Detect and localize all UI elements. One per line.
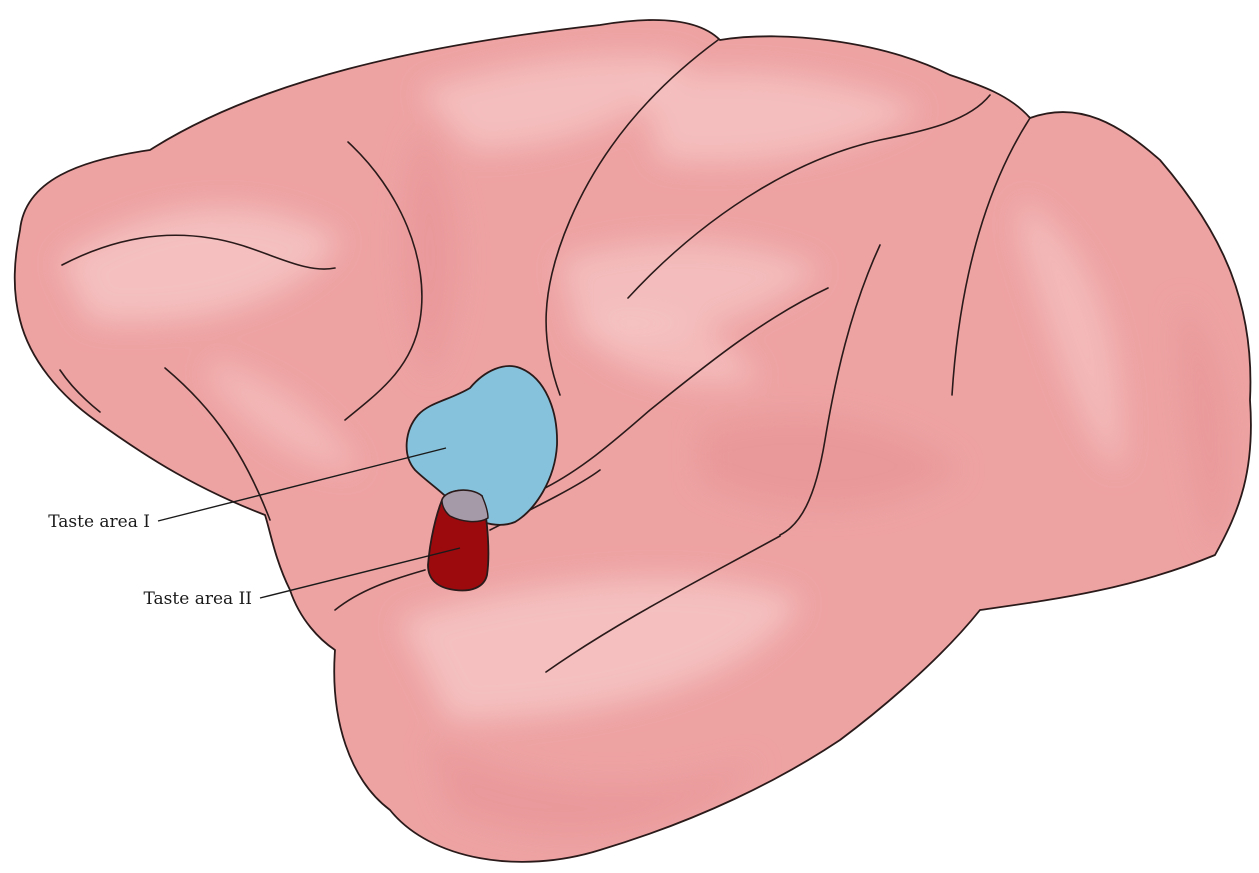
label-taste-area-1: Taste area I <box>48 512 150 532</box>
label-taste-area-2: Taste area II <box>144 589 252 609</box>
